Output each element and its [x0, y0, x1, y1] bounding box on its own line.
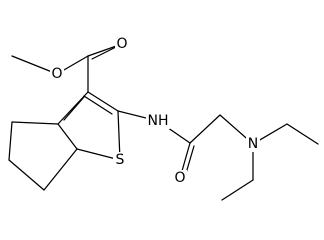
bond-15: [43, 148, 78, 191]
bond-11: [63, 96, 85, 121]
bond-5: [87, 91, 119, 112]
molecule-diagram: O O NH S O N: [8, 36, 319, 201]
bond-7: [117, 110, 121, 161]
bond-23: [286, 123, 319, 145]
atom-o-carbonyl-amide: O: [173, 170, 187, 186]
bond-9: [57, 123, 78, 150]
atom-o-methoxy: O: [50, 66, 64, 82]
bond-20: [189, 114, 221, 144]
svg-text:O: O: [174, 170, 185, 186]
bond-0: [11, 55, 58, 75]
atom-n-amide: NH: [146, 113, 170, 129]
svg-text:O: O: [116, 36, 127, 52]
bond-6: [83, 95, 113, 115]
atom-o-carbonyl-ester: O: [115, 36, 129, 52]
svg-text:S: S: [116, 152, 125, 168]
svg-text:O: O: [51, 66, 62, 82]
bond-13: [8, 121, 13, 161]
bond-14: [8, 159, 45, 191]
atom-n-amine: N: [246, 136, 260, 152]
svg-text:NH: NH: [148, 113, 169, 129]
bond-25: [221, 179, 254, 201]
bond-12: [11, 121, 59, 125]
bond-8: [76, 148, 121, 161]
atom-labels: O O NH S O N: [50, 36, 260, 186]
svg-text:N: N: [248, 136, 258, 152]
atom-s-ring: S: [113, 152, 127, 168]
